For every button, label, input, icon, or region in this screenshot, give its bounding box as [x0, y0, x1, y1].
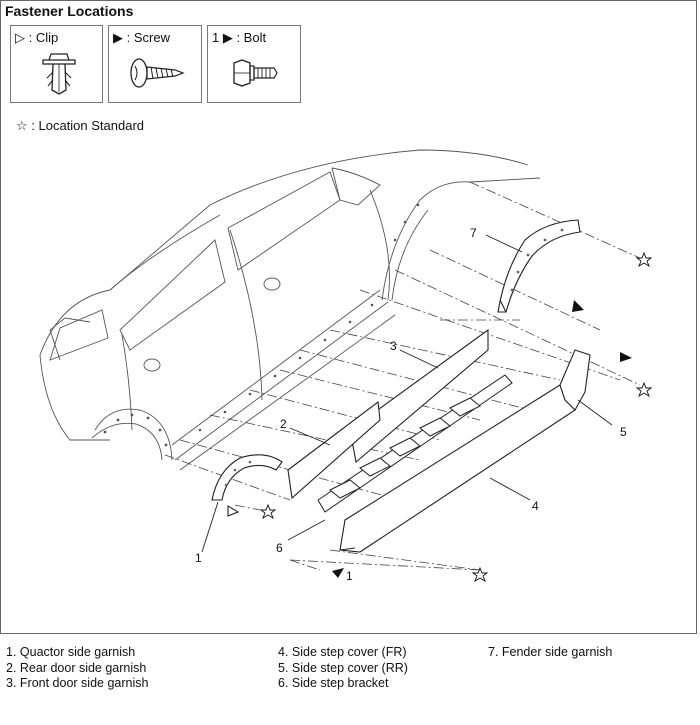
- callout-1: 1: [195, 551, 202, 565]
- bolt-fastener-icon: [233, 59, 278, 87]
- location-standard-stars: [259, 251, 653, 583]
- parts-list-col2: 4. Side step cover (FR) 5. Side step cov…: [278, 645, 408, 692]
- callout-6: 6: [276, 541, 283, 555]
- callout-7: 7: [470, 226, 477, 240]
- clip-fastener-icon: [42, 53, 76, 95]
- bolt-marker-label: 1: [346, 569, 353, 583]
- legend-clip: ▷ : Clip: [10, 25, 103, 103]
- part-5-side-step-cover-rr: [559, 349, 591, 411]
- part-item-7: 7. Fender side garnish: [488, 645, 613, 659]
- clip-markers: [227, 505, 240, 517]
- part-item-2: 2. Rear door side garnish: [6, 660, 147, 675]
- vehicle-body-outline: [39, 149, 541, 471]
- parts-list-col3: 7. Fender side garnish: [488, 645, 612, 661]
- location-standard-note: ☆ : Location Standard: [16, 118, 145, 133]
- part-item-4: 4. Side step cover (FR): [278, 645, 407, 659]
- diagram-title: Fastener Locations: [5, 3, 134, 19]
- part-1-quarter-garnish: [211, 454, 283, 501]
- parts-list-col1: 1. Quactor side garnish 2. Rear door sid…: [6, 645, 148, 692]
- callout-2: 2: [280, 417, 287, 431]
- callout-5: 5: [620, 425, 627, 439]
- callout-4: 4: [532, 499, 539, 513]
- part-6-side-step-bracket: [317, 374, 513, 513]
- legend-bolt: 1 ▶ : Bolt: [207, 25, 301, 103]
- screw-markers: [332, 300, 632, 578]
- diagram-frame: [0, 0, 697, 634]
- part-item-5: 5. Side step cover (RR): [278, 660, 408, 675]
- part-2-rear-door-garnish: [287, 400, 381, 500]
- screw-fastener-icon: [130, 58, 185, 88]
- legend-clip-label: ▷ : Clip: [15, 30, 59, 45]
- legend-screw-label: ▶ : Screw: [113, 30, 170, 45]
- part-3-front-door-garnish: [349, 328, 489, 464]
- legend-bolt-label: 1 ▶ : Bolt: [212, 30, 267, 45]
- part-7-fender-garnish: [497, 219, 581, 313]
- part-item-1: 1. Quactor side garnish: [6, 645, 136, 659]
- part-7-holes: [510, 228, 564, 292]
- part-item-6: 6. Side step bracket: [278, 676, 389, 690]
- part-item-3: 3. Front door side garnish: [6, 676, 149, 690]
- side-garnish-exploded-diagram: 7 3 2 4 5 6 1 1: [39, 149, 653, 583]
- fastener-points: [103, 203, 420, 447]
- callout-3: 3: [390, 339, 397, 353]
- legend-screw: ▶ : Screw: [108, 25, 202, 103]
- leader-lines: [201, 234, 613, 553]
